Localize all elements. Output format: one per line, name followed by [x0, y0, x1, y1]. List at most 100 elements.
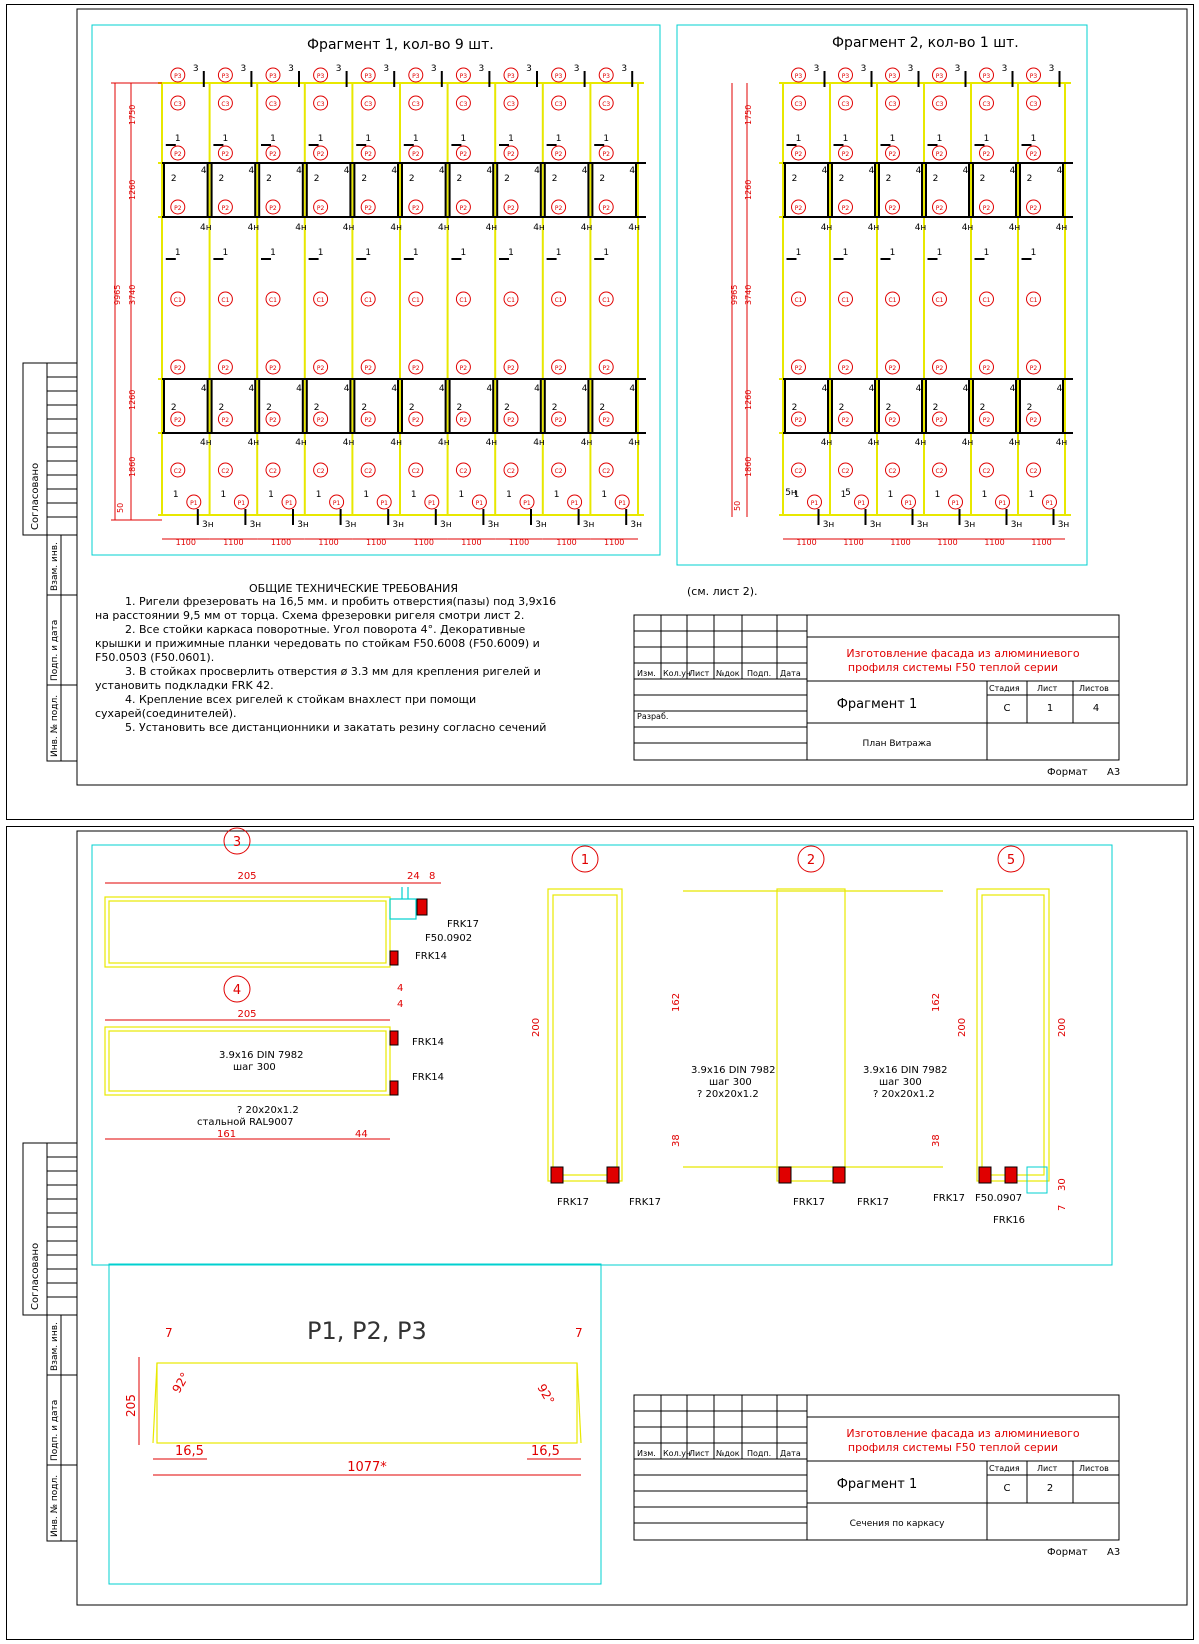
node-label: 3н	[964, 520, 976, 530]
element-mark-label: C3	[221, 101, 229, 108]
frk17-s5: FRK17	[933, 1193, 965, 1204]
element-mark-label: C3	[602, 101, 610, 108]
dim-1750-f2: 1750	[744, 105, 753, 125]
dim-1750-f1: 1750	[128, 105, 137, 125]
bay-dim-label: 1100	[461, 538, 481, 547]
element-mark	[791, 291, 806, 307]
dim-1860-f1: 1860	[128, 457, 137, 477]
node-label: 1	[937, 134, 943, 144]
node-label: 4н	[343, 223, 355, 233]
element-mark	[265, 359, 281, 375]
element-mark-label: P2	[412, 205, 420, 212]
element-mark	[932, 411, 947, 427]
element-mark-label: P2	[460, 365, 468, 372]
element-mark-label: C2	[317, 468, 325, 475]
note-line: 4. Крепление всех ригелей к стойкам внах…	[125, 693, 476, 706]
node-label: 1	[173, 490, 179, 500]
element-mark	[503, 359, 519, 375]
note-line: 3. В стойках просверлить отверстия ø 3.3…	[125, 665, 541, 678]
node-label: 1	[984, 248, 990, 258]
node-label: 3	[908, 64, 914, 74]
node-label: 1	[270, 134, 276, 144]
stamp2-podp: Подп.	[747, 1449, 771, 1458]
element-mark-label: P2	[889, 151, 897, 158]
format2-value: А3	[1107, 1547, 1120, 1558]
node-label: 1	[175, 134, 181, 144]
element-mark	[313, 359, 329, 375]
element-mark	[551, 145, 567, 161]
dim-162-s2b: 162	[931, 993, 942, 1012]
bay-dim-label: 1100	[604, 538, 624, 547]
element-mark	[170, 462, 186, 478]
element-mark-label: P2	[317, 151, 325, 158]
element-mark-label: C1	[221, 297, 229, 304]
node-label: 1	[841, 490, 847, 500]
node-label: 4	[249, 384, 255, 394]
drawing-sheet-1: Фрагмент 1, кол-во 9 шт. Фрагмент 2, кол…	[6, 4, 1194, 820]
element-mark-label: P3	[269, 73, 277, 80]
section-5-label: 5	[1007, 853, 1015, 868]
section-2-gaskets	[778, 1166, 846, 1184]
node-label: 2	[552, 403, 558, 413]
element-mark-label: P2	[364, 365, 372, 372]
element-mark	[455, 359, 471, 375]
element-mark-label: C3	[459, 101, 467, 108]
side2-inv-podl: Инв. № подл.	[50, 1475, 60, 1537]
element-mark-label: P3	[555, 73, 563, 80]
node-label: 4	[391, 384, 397, 394]
section-2-label: 2	[807, 853, 815, 868]
element-mark	[838, 145, 853, 161]
element-mark	[408, 199, 424, 215]
node-label: 2	[839, 174, 845, 184]
node-label: 4н	[628, 438, 640, 448]
element-mark	[281, 494, 297, 510]
element-mark	[455, 411, 471, 427]
element-mark-label: C3	[935, 101, 943, 108]
node-label: 4	[1010, 384, 1016, 394]
element-mark-label: P2	[507, 205, 515, 212]
element-mark	[598, 199, 614, 215]
element-mark	[360, 359, 376, 375]
node-label: 1	[888, 490, 894, 500]
element-mark	[503, 145, 519, 161]
drawing-sheet-2: 3 205 24 8 FRK17 F50.0902 FRK14 4 4 4	[6, 826, 1194, 1640]
element-mark-label: C2	[602, 468, 610, 475]
element-mark	[791, 462, 806, 478]
element-mark-label: P3	[889, 73, 897, 80]
node-label: 2	[886, 403, 892, 413]
stamp-ndok: №док	[716, 669, 740, 678]
bay-dim-label: 1100	[271, 538, 291, 547]
element-mark	[979, 359, 994, 375]
note-line: 2. Все стойки каркаса поворотные. Угол п…	[125, 623, 526, 636]
element-mark	[1026, 67, 1041, 83]
node-label: 3	[955, 64, 961, 74]
element-mark-label: P1	[811, 500, 819, 507]
node-label: 1	[221, 490, 227, 500]
element-mark-label: P2	[507, 151, 515, 158]
node-label: 2	[361, 403, 367, 413]
stamp2-ndok: №док	[716, 1449, 740, 1458]
element-mark	[1026, 95, 1041, 111]
node-label: 4	[296, 384, 302, 394]
side-stamp-1	[22, 362, 78, 762]
node-label: 1	[1029, 490, 1035, 500]
element-mark	[885, 67, 900, 83]
node-label: 4н	[1009, 438, 1021, 448]
node-label: 4н	[962, 438, 974, 448]
element-mark	[598, 95, 614, 111]
stamp-data: Дата	[780, 669, 801, 678]
element-mark-label: C3	[794, 101, 802, 108]
node-label: 3н	[917, 520, 929, 530]
element-mark	[979, 67, 994, 83]
bay-dim-label: 1100	[890, 538, 910, 547]
stamp-listov-h: Листов	[1079, 684, 1109, 693]
element-mark-label: P2	[222, 151, 230, 158]
node-label: 4	[963, 166, 969, 176]
node-label: 1	[982, 490, 988, 500]
node-label: 4	[344, 384, 350, 394]
element-mark	[471, 494, 487, 510]
element-mark	[186, 494, 202, 510]
section-3-profile	[104, 896, 391, 968]
node-label: 1	[508, 248, 514, 258]
dim-38-s2b: 38	[931, 1134, 942, 1147]
